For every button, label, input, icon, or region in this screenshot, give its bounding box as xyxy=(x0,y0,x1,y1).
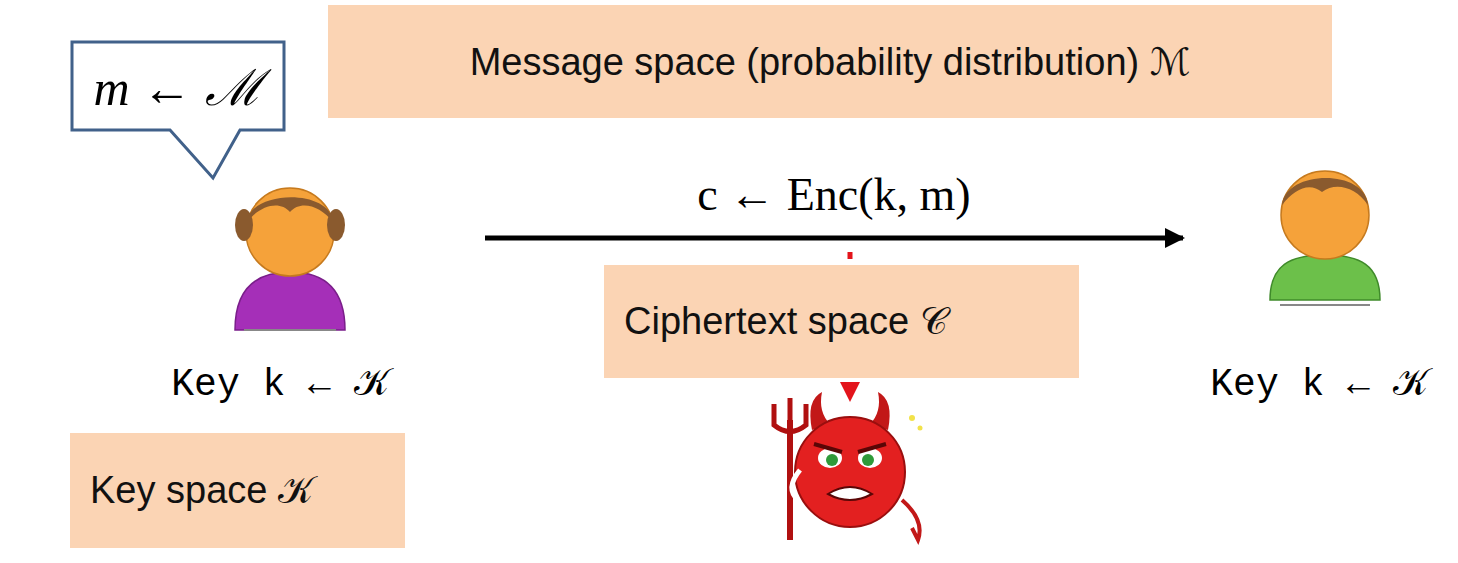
bob-figure xyxy=(1270,171,1380,305)
node-text: Key k ← 𝒦 xyxy=(171,363,388,410)
node-text: Ciphertext space 𝒞 xyxy=(624,300,948,344)
node-text: Key k ← 𝒦 xyxy=(1210,363,1427,410)
node-text: Message space (probability distribution)… xyxy=(470,40,1191,84)
sender-figure: Key k ← 𝒦 xyxy=(150,180,410,410)
alice-figure xyxy=(235,188,345,330)
node-text: m ← ℳ xyxy=(93,52,262,120)
node-text: Key space 𝒦 xyxy=(90,469,313,513)
message-arrow xyxy=(485,236,1183,241)
message-space-box: Message space (probability distribution)… xyxy=(328,5,1332,118)
eavesdropper-devil xyxy=(774,392,923,540)
bubble-shape xyxy=(72,42,284,178)
receiver-figure: Key k ← 𝒦 xyxy=(1188,180,1450,410)
speech-bubble: m ← ℳ xyxy=(70,40,286,180)
key-space-box: Key space 𝒦 xyxy=(70,433,405,548)
edge-label: c ← Enc(k, m) xyxy=(697,172,970,218)
ciphertext-space-box: Ciphertext space 𝒞 xyxy=(604,265,1079,378)
